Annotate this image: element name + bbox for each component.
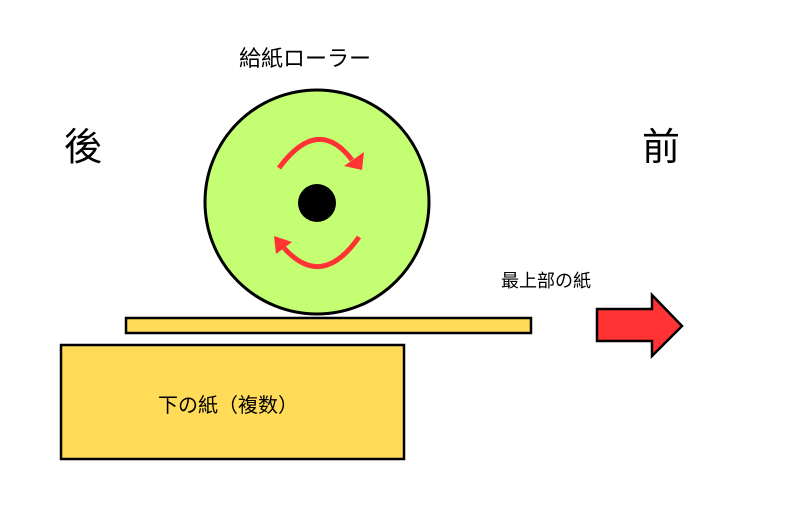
roller-label: 給紙ローラー <box>239 47 371 72</box>
feed-direction-arrow-icon <box>597 295 682 356</box>
top-sheet-label: 最上部の紙 <box>501 271 591 292</box>
front-label: 前 <box>642 125 680 169</box>
lower-sheets-label: 下の紙（複数） <box>158 393 298 417</box>
top-sheet <box>126 318 531 333</box>
back-label: 後 <box>64 125 102 169</box>
roller-axle <box>298 184 336 222</box>
